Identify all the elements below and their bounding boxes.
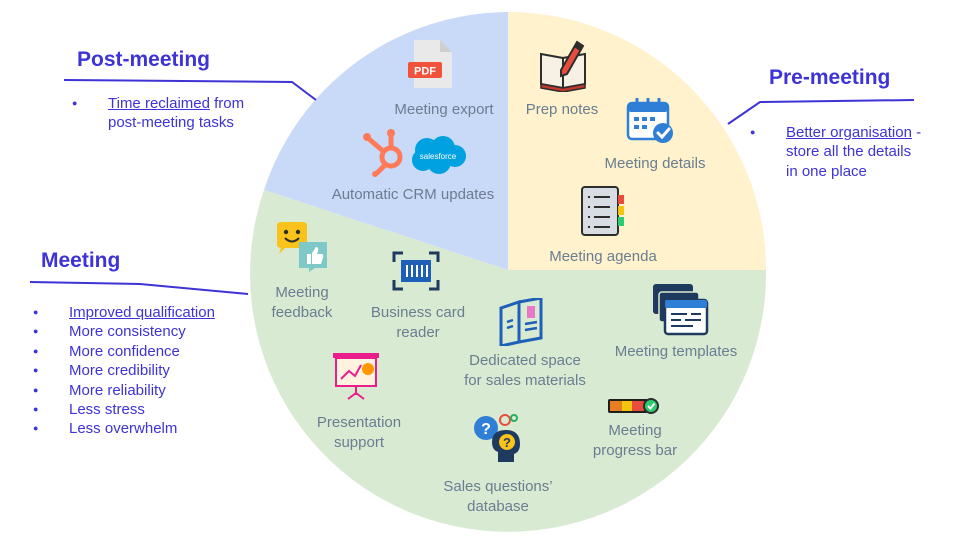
benefit-text: from — [209, 95, 245, 112]
meeting-benefits: Improved qualification More consistency … — [33, 303, 215, 439]
feature-label: Business card — [370, 304, 466, 321]
progress-bar-icon — [608, 398, 659, 414]
benefit-item: Time reclaimed from post-meeting tasks — [72, 94, 244, 133]
post-meeting-title: Post-meeting — [77, 48, 211, 71]
benefit-text: More confidence — [69, 342, 180, 360]
pdf-file-icon: PDF — [408, 40, 452, 88]
meeting-title: Meeting — [41, 249, 121, 272]
feature-label: feedback — [271, 304, 333, 321]
benefit-link[interactable]: Improved qualification — [69, 304, 215, 321]
meeting-slice — [250, 190, 767, 532]
calendar-check-icon — [626, 98, 673, 143]
feedback-smiley-thumbs-icon — [277, 222, 327, 272]
salesforce-logo-text: salesforce — [420, 152, 457, 161]
benefit-item: More credibility — [33, 361, 215, 381]
benefit-item: Better organisation - store all the deta… — [750, 123, 921, 181]
feature-label: Dedicated space — [469, 352, 581, 369]
agenda-list-icon — [581, 186, 624, 236]
feature-label: Prep notes — [525, 101, 599, 118]
feature-label: Meeting agenda — [549, 248, 657, 265]
feature-label: reader — [396, 324, 440, 341]
presentation-board-icon — [333, 353, 379, 400]
post-meeting-benefits: Time reclaimed from post-meeting tasks — [72, 94, 244, 133]
benefit-text: Less overwhelm — [69, 420, 178, 438]
feature-label: Meeting export — [394, 101, 494, 118]
benefit-item: Less stress — [33, 400, 215, 420]
pre-meeting-connector — [727, 99, 915, 125]
feature-presentation-support: Presentation support — [304, 413, 414, 453]
feature-meeting-details: Meeting details — [590, 154, 720, 174]
benefit-text: More reliability — [69, 381, 166, 399]
salesforce-icon: salesforce — [412, 136, 466, 174]
feature-label: progress bar — [592, 442, 678, 459]
feature-label: for sales materials — [464, 372, 586, 389]
benefit-text: Less stress — [69, 401, 145, 419]
feature-label: Automatic CRM updates — [331, 186, 495, 203]
meeting-connector — [29, 281, 249, 295]
pre-meeting-benefits: Better organisation - store all the deta… — [750, 123, 921, 181]
feature-meeting-export: Meeting export — [364, 100, 524, 120]
feature-label: Sales questions’ — [443, 478, 553, 495]
benefit-text: store all the details — [786, 143, 912, 161]
question-mark-text: ? — [503, 435, 511, 450]
feature-sales-questions-database: Sales questions’ database — [430, 477, 566, 517]
feature-business-card-reader: Business card reader — [358, 303, 478, 343]
feature-dedicated-space: Dedicated space for sales materials — [450, 351, 600, 391]
benefit-text: post-meeting tasks — [108, 114, 234, 132]
notebook-pen-icon — [540, 40, 586, 92]
templates-windows-icon — [653, 284, 709, 336]
benefit-text: - — [911, 124, 922, 141]
feature-meeting-feedback: Meeting feedback — [262, 283, 342, 323]
question-mark-text: ? — [481, 421, 491, 438]
questions-heads-icon: ? ? — [474, 414, 520, 462]
feature-prep-notes: Prep notes — [512, 100, 612, 120]
benefit-item: More reliability — [33, 381, 215, 401]
benefit-link[interactable]: Better organisation — [786, 124, 912, 141]
benefit-text: More credibility — [69, 362, 170, 380]
feature-meeting-agenda: Meeting agenda — [536, 247, 670, 267]
pdf-badge-text: PDF — [414, 66, 436, 78]
feature-label: Meeting details — [604, 155, 706, 172]
benefit-text: in one place — [786, 162, 867, 180]
feature-label: support — [333, 434, 385, 451]
feature-label: Meeting templates — [614, 343, 738, 360]
card-scanner-icon — [392, 251, 440, 291]
benefit-item: More consistency — [33, 322, 215, 342]
post-meeting-connector — [63, 79, 317, 101]
pre-meeting-title: Pre-meeting — [769, 66, 891, 89]
hubspot-icon — [363, 129, 403, 177]
sales-materials-book-icon — [499, 298, 543, 346]
benefit-link[interactable]: Time reclaimed — [108, 95, 210, 112]
feature-meeting-templates: Meeting templates — [605, 342, 747, 362]
feature-label: Presentation — [316, 414, 402, 431]
benefit-item: Less overwhelm — [33, 419, 215, 439]
feature-label: Meeting — [275, 284, 329, 301]
benefit-item: More confidence — [33, 342, 215, 362]
feature-label: Meeting — [608, 422, 662, 439]
benefit-item: Improved qualification — [33, 303, 215, 323]
feature-automatic-crm-updates: Automatic CRM updates — [318, 185, 508, 205]
benefit-text: More consistency — [69, 323, 186, 341]
feature-meeting-progress-bar: Meeting progress bar — [580, 421, 690, 461]
feature-label: database — [467, 498, 529, 515]
